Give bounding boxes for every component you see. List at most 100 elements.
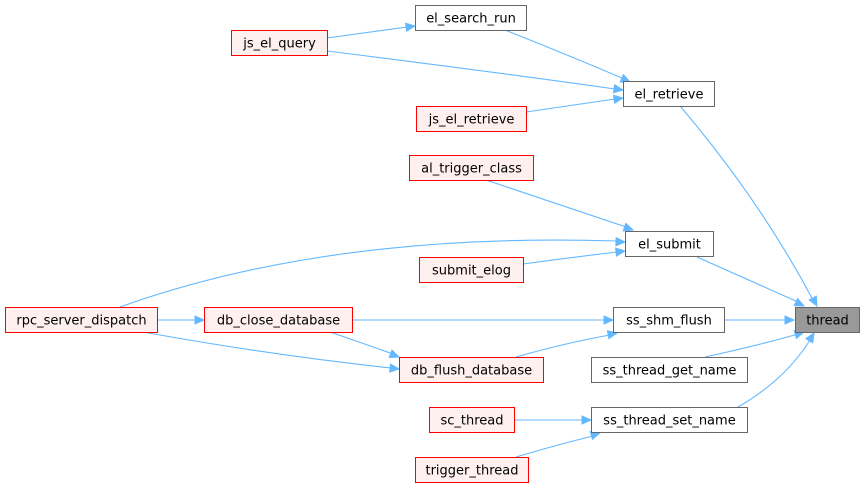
node-label: ss_shm_flush (626, 314, 712, 329)
edge-arrowhead (784, 315, 796, 325)
edge-line (485, 179, 627, 228)
node-label: ss_thread_get_name (603, 364, 737, 379)
node-box (429, 407, 515, 433)
edge-line (142, 331, 392, 369)
node-box (613, 307, 725, 333)
node-ss_thread_get_name[interactable]: ss_thread_get_name (591, 357, 748, 383)
edge-arrowhead (612, 83, 625, 94)
node-db_flush_database[interactable]: db_flush_database (399, 357, 544, 383)
edge-arrowhead (619, 73, 632, 83)
node-trigger_thread[interactable]: trigger_thread (415, 457, 529, 483)
node-label: db_flush_database (411, 364, 532, 379)
node-box (591, 357, 748, 383)
node-sc_thread[interactable]: sc_thread (429, 407, 515, 433)
edge-line (704, 333, 799, 358)
node-box (399, 357, 544, 383)
edge-rpc_server_dispatch-to-el_submit (119, 236, 627, 308)
edge-ss_thread_set_name-to-thread (737, 331, 815, 408)
node-label: db_close_database (217, 314, 340, 329)
node-ss_shm_flush[interactable]: ss_shm_flush (613, 307, 725, 333)
edge-arrowhead (804, 331, 815, 344)
edge-arrowhead (615, 236, 627, 247)
edge-line (679, 105, 814, 301)
node-label: el_retrieve (635, 88, 704, 103)
edge-arrowhead (808, 295, 818, 308)
edge-line (515, 334, 611, 358)
edge-el_search_run-to-el_retrieve (504, 29, 632, 83)
edge-arrowhead (622, 222, 635, 232)
node-label: al_trigger_class (421, 162, 522, 177)
node-thread: thread (795, 307, 860, 333)
nodes-layer: thread el_retrieve el_search_run js_el_quer… (5, 5, 860, 483)
edge-ss_thread_get_name-to-thread (704, 330, 806, 358)
edge-js_el_query-to-el_retrieve (326, 50, 625, 94)
node-db_close_database[interactable]: db_close_database (204, 307, 353, 333)
edge-line (522, 251, 618, 265)
node-al_trigger_class[interactable]: al_trigger_class (409, 155, 534, 181)
node-box (416, 106, 527, 132)
edge-ss_shm_flush-to-thread (724, 315, 796, 325)
edges-layer (119, 22, 818, 458)
edge-js_el_query-to-el_search_run (326, 22, 417, 39)
edge-arrowhead (405, 22, 417, 33)
node-box (419, 257, 524, 283)
edge-db_close_database-to-ss_shm_flush (352, 315, 615, 325)
edge-arrowhead (194, 315, 206, 325)
edge-line (329, 331, 394, 355)
node-label: rpc_server_dispatch (16, 314, 146, 329)
edge-submit_elog-to-el_submit (522, 247, 627, 265)
node-box (591, 407, 748, 433)
node-ss_thread_set_name[interactable]: ss_thread_set_name (591, 407, 748, 433)
edge-rpc_server_dispatch-to-db_flush_database (142, 331, 401, 373)
edge-arrowhead (793, 297, 806, 307)
edge-al_trigger_class-to-el_submit (485, 179, 635, 232)
node-label: ss_thread_set_name (603, 414, 735, 429)
node-js_el_query[interactable]: js_el_query (231, 30, 328, 56)
node-rpc_server_dispatch[interactable]: rpc_server_dispatch (5, 307, 158, 333)
edge-rpc_server_dispatch-to-db_close_database (157, 315, 206, 325)
edge-arrowhead (388, 349, 401, 359)
edge-js_el_retrieve-to-el_retrieve (525, 94, 625, 113)
edge-arrowhead (581, 415, 593, 425)
node-box (231, 30, 328, 56)
edge-line (515, 435, 594, 458)
edge-line (525, 98, 616, 113)
node-label: submit_elog (432, 264, 511, 279)
edge-line (737, 339, 811, 408)
node-label: thread (806, 314, 849, 329)
edge-arrowhead (612, 94, 625, 105)
edge-db_close_database-to-db_flush_database (329, 331, 401, 359)
edge-line (119, 239, 618, 308)
edge-el_retrieve-to-thread (679, 105, 818, 308)
edge-line (326, 50, 616, 90)
edge-arrowhead (603, 315, 615, 325)
edge-trigger_thread-to-ss_thread_set_name (515, 430, 602, 458)
node-label: el_submit (638, 238, 701, 253)
node-el_submit[interactable]: el_submit (625, 231, 714, 257)
node-box (204, 307, 353, 333)
node-label: js_el_retrieve (428, 113, 515, 128)
node-box (415, 5, 527, 31)
node-box (5, 307, 158, 333)
node-label: el_search_run (426, 12, 516, 27)
node-submit_elog[interactable]: submit_elog (419, 257, 524, 283)
node-el_retrieve[interactable]: el_retrieve (623, 81, 715, 107)
node-js_el_retrieve[interactable]: js_el_retrieve (416, 106, 527, 132)
edge-line (696, 256, 799, 303)
edge-sc_thread-to-ss_thread_set_name (514, 415, 593, 425)
node-box (415, 457, 529, 483)
edge-el_submit-to-thread (696, 256, 806, 307)
node-box (409, 155, 534, 181)
node-label: js_el_query (242, 37, 316, 52)
edge-db_flush_database-to-ss_shm_flush (515, 330, 619, 358)
edge-line (504, 29, 625, 80)
edge-arrowhead (389, 363, 401, 373)
node-box (625, 231, 714, 257)
node-box (623, 81, 715, 107)
node-el_search_run[interactable]: el_search_run (415, 5, 527, 31)
node-label: sc_thread (440, 414, 503, 429)
edge-arrowhead (615, 247, 627, 257)
node-label: trigger_thread (425, 464, 518, 479)
edge-line (326, 26, 408, 39)
